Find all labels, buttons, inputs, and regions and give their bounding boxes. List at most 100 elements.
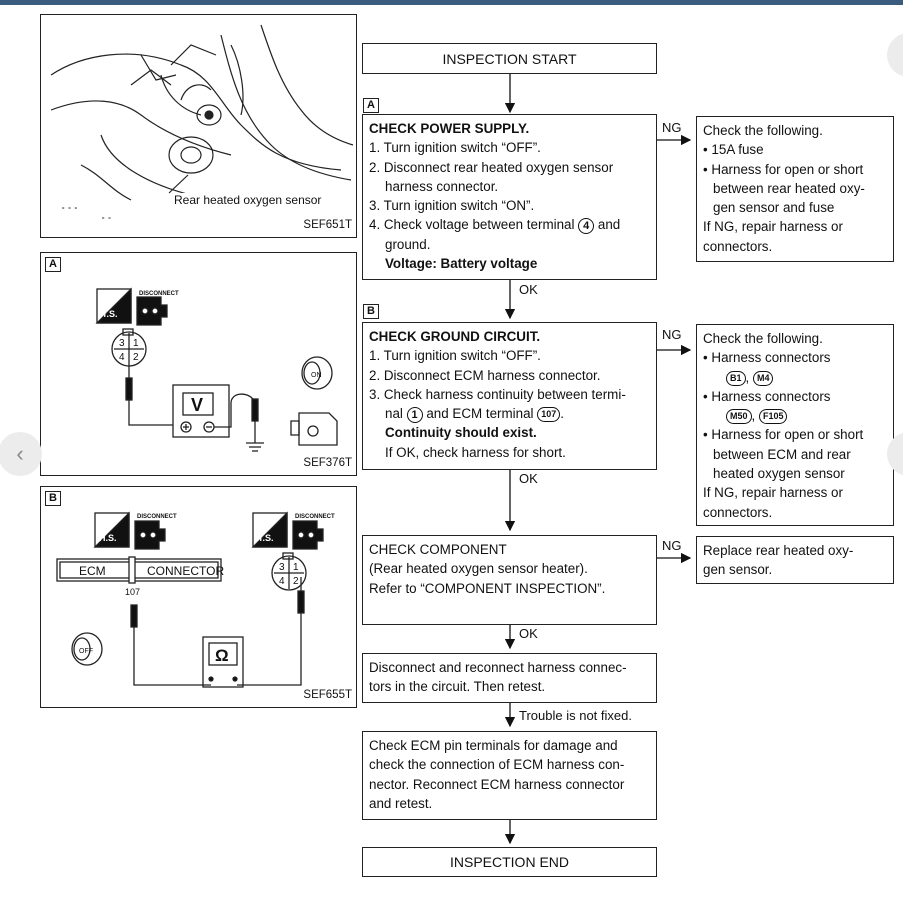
step-c-box: CHECK COMPONENT (Rear heated oxygen sens… (362, 535, 657, 625)
ng-box-line: heated oxygen sensor (713, 466, 845, 482)
ng-box-bullet: • Harness connectors (703, 388, 831, 404)
figure-sensor-location: ∘ ∘ ∘ ∘ ∘ Rear heated oxygen sensor SEF6… (40, 14, 357, 238)
key-off-label: OFF (79, 648, 93, 655)
step-b-result: Continuity should exist. (385, 425, 537, 441)
disconnect-label-2: DISCONNECT (295, 514, 335, 520)
chevron-left-icon: ‹ (16, 441, 24, 466)
step-d-line: tors in the circuit. Then retest. (369, 679, 546, 695)
inspection-start-box: INSPECTION START (362, 43, 657, 74)
step-d-box: Disconnect and reconnect harness connec-… (362, 653, 657, 703)
step-c-line: (Rear heated oxygen sensor heater). (369, 561, 588, 577)
svg-text:3: 3 (119, 338, 125, 349)
step-a-badge: A (363, 98, 379, 113)
ng-box-heading: Check the following. (703, 331, 823, 346)
terminal-4-badge: 4 (578, 217, 595, 234)
ng-box-line: If NG, repair harness or (703, 219, 843, 235)
ok-label-b: OK (517, 471, 540, 486)
svg-text:∘ ∘: ∘ ∘ (101, 215, 112, 222)
ng-box-bullet: • Harness for open or short (703, 427, 864, 443)
hs-label: H.S. (99, 533, 117, 543)
ng-box-line: If NG, repair harness or (703, 485, 843, 501)
step-b-box: CHECK GROUND CIRCUIT. 1. Turn ignition s… (362, 322, 657, 470)
step-a-box: CHECK POWER SUPPLY. 1. Turn ignition swi… (362, 114, 657, 280)
connector-m50-badge: M50 (726, 409, 752, 425)
ng-box-bullet: • Harness connectors (703, 350, 831, 366)
svg-text:4: 4 (279, 576, 285, 587)
next-image-button[interactable]: › (887, 432, 903, 476)
ng-box-line: between ECM and rear (713, 446, 851, 462)
step-e-box: Check ECM pin terminals for damage and c… (362, 731, 657, 820)
step-b-badge: B (363, 304, 379, 319)
continuity-circuit-illustration: H.S. DISCONNECT T.S. DISCONNECT ECM CONN… (56, 511, 335, 688)
step-c-ng-box: Replace rear heated oxy- gen sensor. (696, 536, 894, 584)
svg-text:2: 2 (293, 576, 299, 587)
ng-box-line: gen sensor and fuse (713, 200, 835, 216)
step-a-result: Voltage: Battery voltage (385, 256, 538, 272)
svg-text:4: 4 (119, 352, 125, 363)
step-a-line: harness connector. (385, 178, 499, 194)
key-on-label: ON (311, 372, 322, 379)
ts-label: T.S. (102, 309, 118, 319)
ng-box-bullet: • 15A fuse (703, 142, 764, 158)
step-c-title: CHECK COMPONENT (369, 542, 507, 557)
connector-label: CONNECTOR (147, 564, 224, 578)
step-a-line: 1. Turn ignition switch “OFF”. (369, 140, 541, 156)
terminal-1-badge: 1 (406, 406, 423, 423)
step-a-title: CHECK POWER SUPPLY. (369, 121, 530, 136)
step-b-line: 3. Check harness continuity between term… (369, 386, 626, 402)
svg-text:1: 1 (133, 338, 139, 349)
inspection-end-box: INSPECTION END (362, 847, 657, 877)
step-a-line-4-text: 4. Check voltage between terminal (369, 217, 575, 233)
inspection-start-label: INSPECTION START (442, 50, 577, 67)
step-b-ng-box: Check the following. • Harness connector… (696, 324, 894, 526)
voltage-circuit-illustration: T.S. DISCONNECT 3 1 4 2 V ON (95, 287, 338, 452)
ng-label-c: NG (660, 538, 684, 553)
ng-box-bullet: • Harness for open or short (703, 161, 864, 177)
inspection-end-label: INSPECTION END (449, 854, 569, 870)
svg-text:2: 2 (133, 352, 139, 363)
svg-text:3: 3 (279, 562, 285, 573)
ok-label-a: OK (517, 282, 540, 297)
ng-box-line: Replace rear heated oxy- (703, 543, 854, 558)
step-a-ng-box: Check the following. • 15A fuse • Harnes… (696, 116, 894, 262)
figure-code: SEF651T (303, 219, 352, 231)
top-bar (0, 0, 903, 5)
step-d-line: Disconnect and reconnect harness connec- (369, 660, 627, 675)
ng-box-line: between rear heated oxy- (713, 180, 865, 196)
ohmmeter-label: Ω (215, 646, 229, 665)
step-e-line: Check ECM pin terminals for damage and (369, 738, 618, 753)
step-b-line: 2. Disconnect ECM harness connector. (369, 367, 601, 383)
prev-image-button[interactable]: ‹ (0, 432, 42, 476)
figure-b-continuity-check: B (40, 486, 357, 708)
ng-box-line: gen sensor. (703, 562, 773, 578)
step-b-line: 1. Turn ignition switch “OFF”. (369, 348, 541, 364)
ecm-label: ECM (79, 564, 106, 578)
step-b-line-terminals: nal 1 and ECM terminal 107. (385, 406, 565, 423)
ok-label-c: OK (517, 626, 540, 641)
step-a-line: ground. (385, 236, 431, 252)
disconnect-label: DISCONNECT (139, 291, 179, 297)
figure-a-voltage-check: A (40, 252, 357, 476)
svg-text:∘ ∘ ∘: ∘ ∘ ∘ (61, 205, 78, 212)
connector-f105-badge: F105 (758, 409, 788, 425)
step-b-line: If OK, check harness for short. (385, 444, 566, 460)
terminal-107-badge: 107 (537, 407, 561, 423)
ts-label: T.S. (258, 533, 274, 543)
figure-a-badge: A (45, 257, 61, 272)
ng-label-a: NG (660, 120, 684, 135)
connector-m4-badge: M4 (752, 370, 774, 386)
trouble-not-fixed-label: Trouble is not fixed. (517, 708, 634, 723)
step-c-line: Refer to “COMPONENT INSPECTION”. (369, 580, 606, 596)
ng-box-heading: Check the following. (703, 123, 823, 138)
figure-code: SEF376T (303, 457, 352, 469)
ng-label-b: NG (660, 327, 684, 342)
ng-box-connectors: M50, F105 (703, 406, 887, 425)
step-a-line-4-and: and (597, 217, 621, 233)
top-right-control[interactable] (887, 33, 903, 77)
step-e-line: nector. Reconnect ECM harness connector (369, 776, 625, 792)
figure-b-badge: B (45, 491, 61, 506)
disconnect-label: DISCONNECT (137, 514, 177, 520)
step-a-line-4: 4. Check voltage between terminal 4 and (369, 215, 650, 234)
pin-107-label: 107 (125, 587, 140, 597)
step-e-line: check the connection of ECM harness con- (369, 757, 625, 773)
